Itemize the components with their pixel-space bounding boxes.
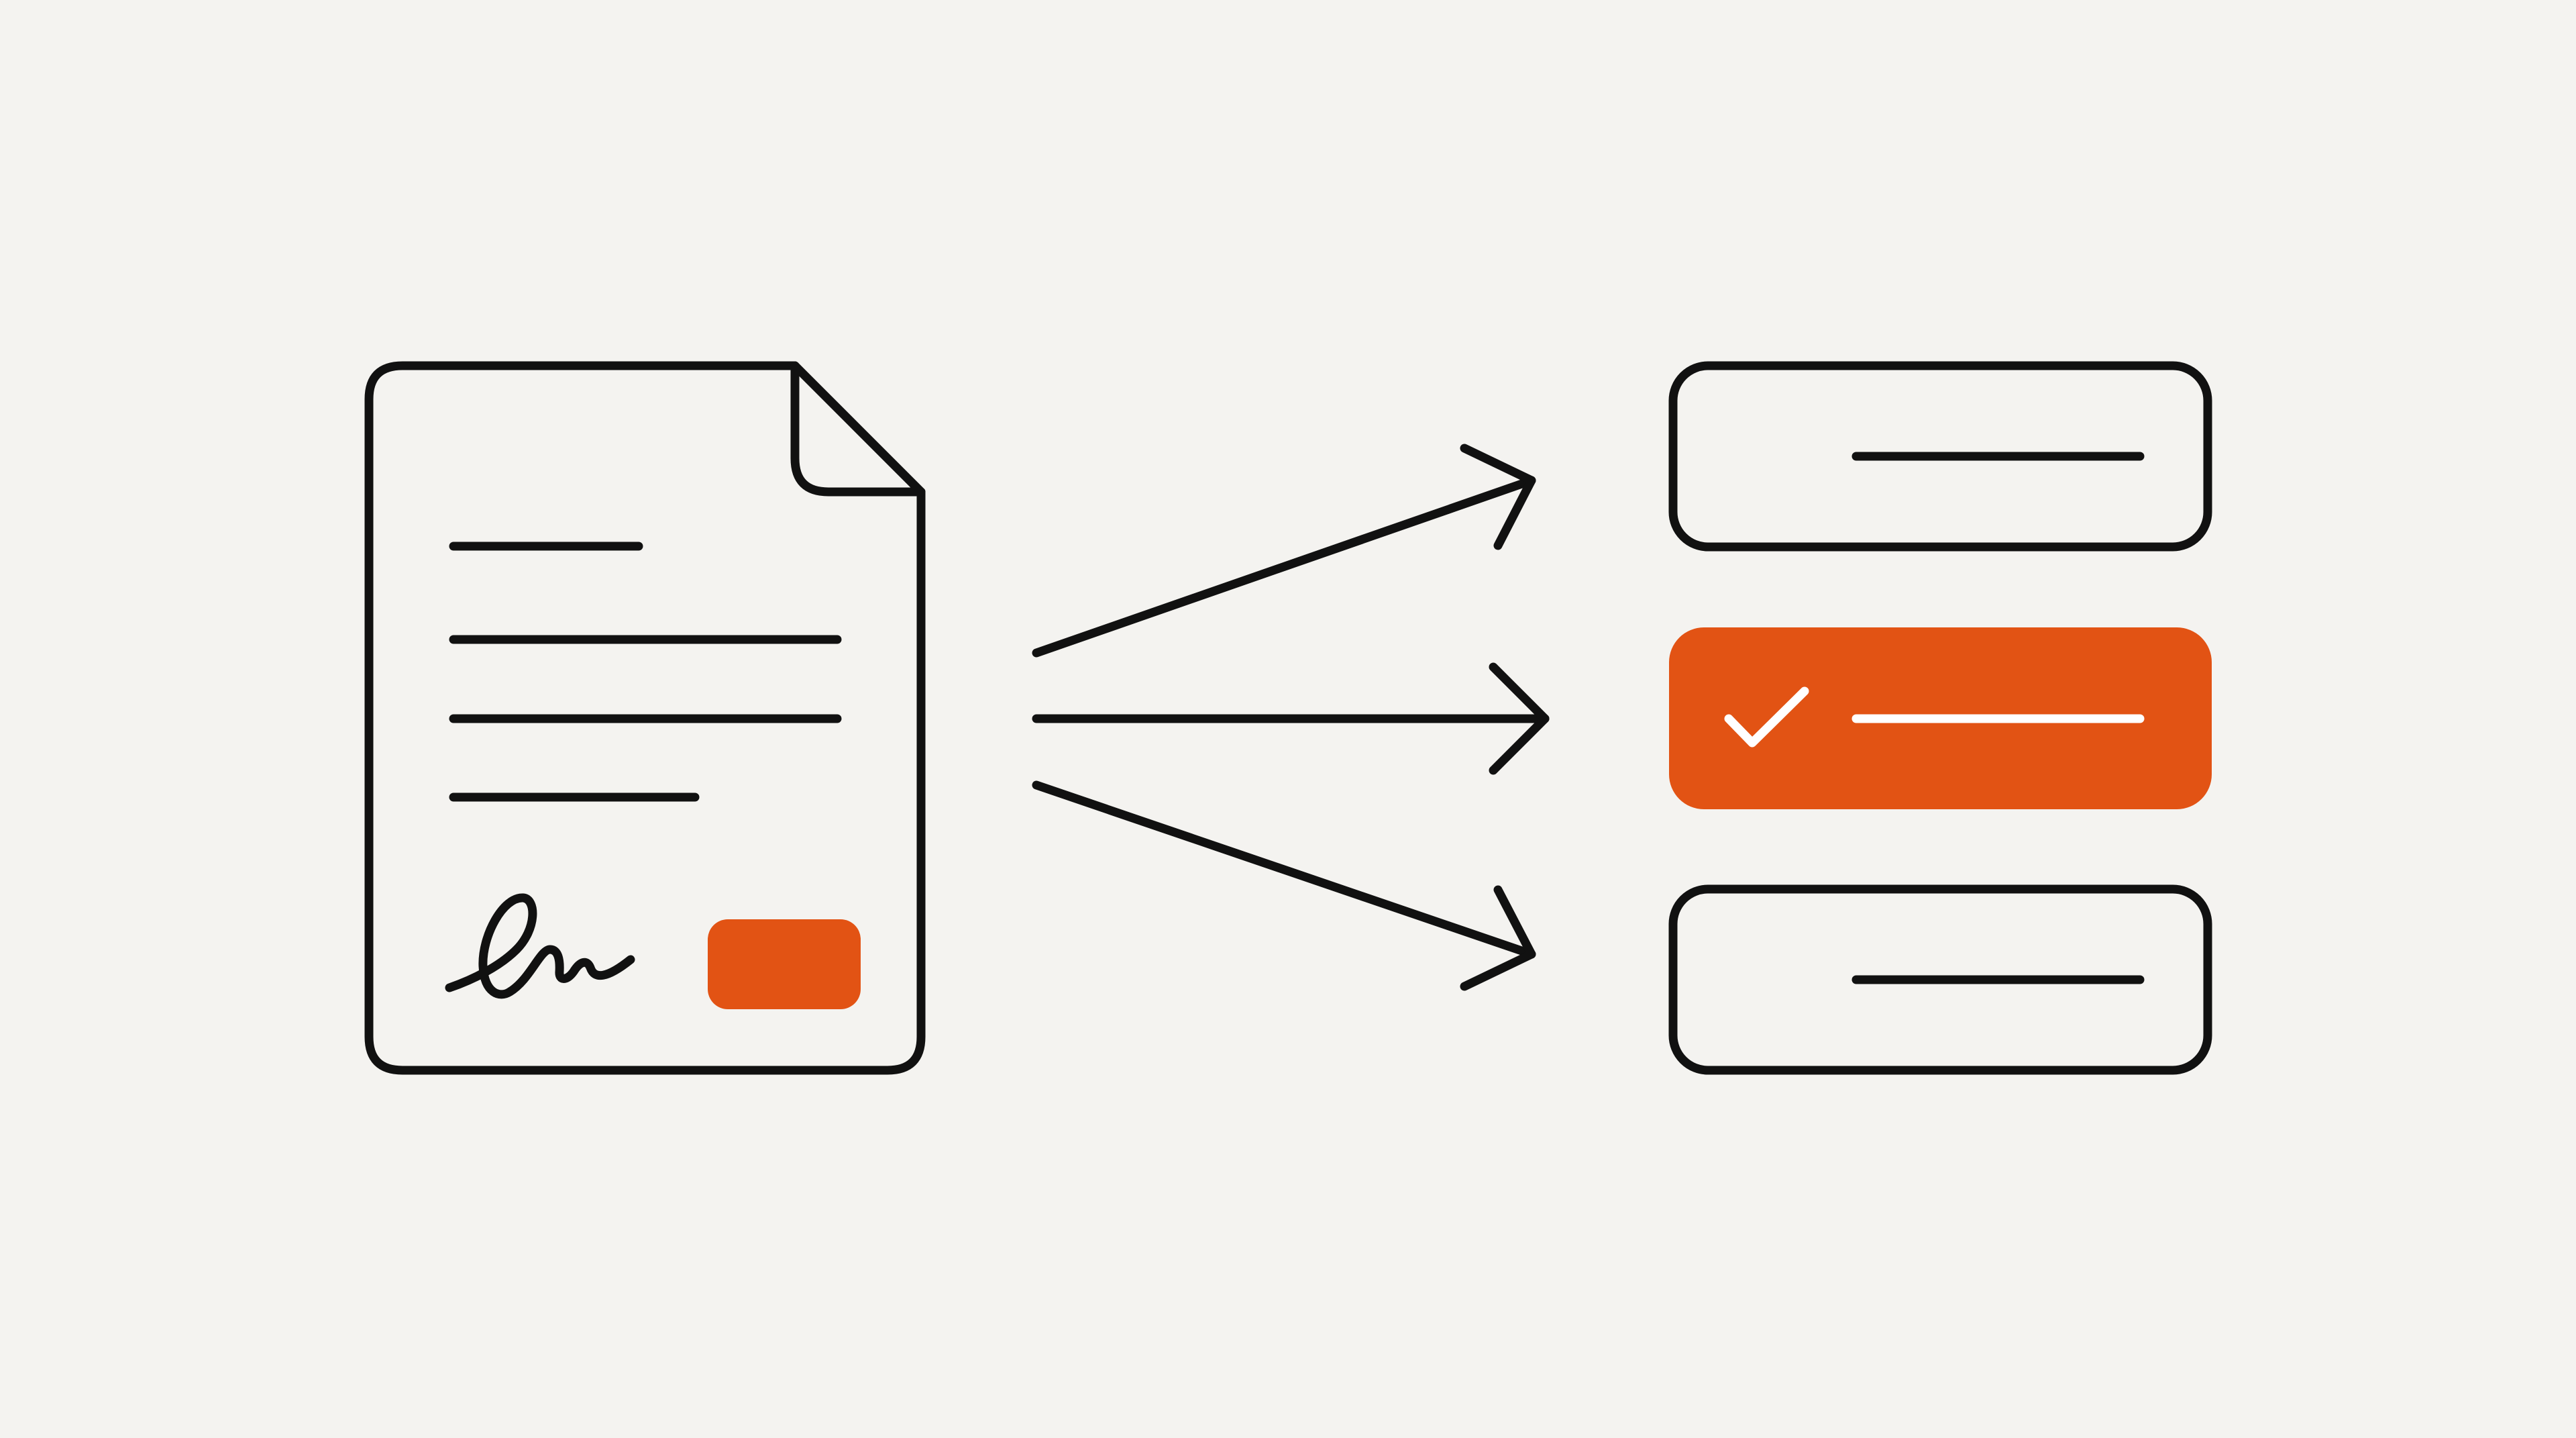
- document-folded-corner: [790, 361, 926, 497]
- document-outline: [364, 361, 926, 1075]
- stamp-icon: [708, 919, 861, 1009]
- option-box: [1668, 884, 2212, 1075]
- option-box: [1668, 361, 2212, 552]
- arrow-icon: [1032, 662, 1550, 775]
- check-icon: [1724, 686, 1809, 748]
- arrow-icon: [1032, 444, 1536, 658]
- arrow-icon: [1032, 780, 1536, 991]
- option-box-selected: [1669, 627, 2212, 809]
- document-icon: [364, 361, 926, 1075]
- signature-icon: [445, 893, 635, 999]
